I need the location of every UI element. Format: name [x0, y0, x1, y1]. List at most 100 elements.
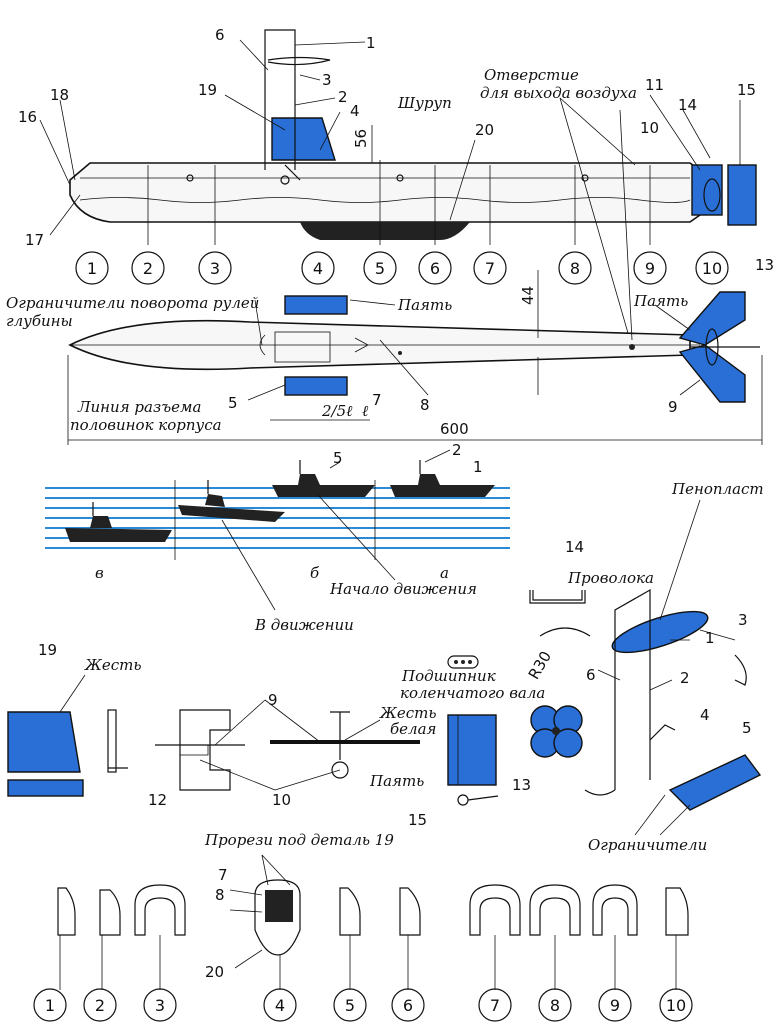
dive-stages: 5 2 1 а б в Начало движения В движении [45, 441, 510, 634]
detail-5: 5 [742, 719, 752, 737]
svg-text:3: 3 [155, 996, 165, 1015]
split-line-label-2: половинок корпуса [70, 416, 222, 434]
keel-ballast [300, 222, 470, 240]
limiters-label-2: глубины [6, 312, 73, 330]
stage-a-label: а [440, 564, 449, 582]
svg-text:4: 4 [313, 259, 323, 278]
detail-15: 15 [408, 811, 427, 829]
float-foam [611, 610, 709, 654]
part-15: 15 [737, 81, 756, 99]
stern-plate [727, 164, 757, 226]
solder-detail-label: Паять [369, 772, 424, 790]
detail-1: 1 [705, 629, 715, 647]
part-13: 13 [755, 256, 774, 274]
slots-label: Прорези под деталь 19 [204, 831, 394, 849]
part-2: 2 [338, 88, 348, 106]
tail-fin-bottom [678, 344, 746, 403]
svg-text:7: 7 [485, 259, 495, 278]
detail-plate-15 [447, 714, 497, 786]
part-20: 20 [475, 121, 494, 139]
detail-propeller-13 [530, 705, 583, 758]
air-hole-label-2: для выхода воздуха [480, 84, 637, 102]
svg-text:4: 4 [275, 996, 285, 1015]
plan-part-7: 7 [372, 391, 382, 409]
detail-2: 2 [680, 669, 690, 687]
part-4: 4 [350, 102, 360, 120]
svg-text:6: 6 [430, 259, 440, 278]
dim-56: 56 [352, 129, 370, 148]
bearing-label-1: Подшипник [401, 667, 496, 685]
detail-6: 6 [586, 666, 596, 684]
wire-label: Проволока [567, 569, 654, 587]
bearing-label-2: коленчатого вала [400, 684, 545, 702]
limiters-label-1: Ограничители поворота рулей [6, 294, 259, 312]
part-18: 18 [50, 86, 69, 104]
svg-text:8: 8 [570, 259, 580, 278]
part-17: 17 [25, 231, 44, 249]
bottom-circles: 1 2 3 4 5 6 7 8 9 10 [33, 988, 693, 1022]
part-6: 6 [215, 26, 225, 44]
solder-label-top: Паять [397, 296, 452, 314]
svg-text:9: 9 [645, 259, 655, 278]
cross-sections: Прорези под деталь 19 7 8 20 1 2 [33, 831, 693, 1022]
svg-text:3: 3 [210, 259, 220, 278]
stage-b-label: б [310, 564, 320, 582]
stage-part-2: 2 [452, 441, 462, 459]
plan-part-5: 5 [228, 394, 238, 412]
side-view: Отверстие для выхода воздуха Шуруп 56 1 … [18, 26, 774, 341]
start-motion-label: Начало движения [329, 580, 477, 598]
detail-tower-19 [7, 711, 81, 773]
tin-white-label-2: белая [390, 720, 436, 738]
stage-part-5: 5 [333, 449, 343, 467]
plan-part-8: 8 [420, 396, 430, 414]
svg-text:2: 2 [95, 996, 105, 1015]
depth-rudder-top [284, 295, 348, 315]
tin-label: Жесть [84, 656, 142, 674]
svg-text:8: 8 [550, 996, 560, 1015]
svg-text:1: 1 [87, 259, 97, 278]
depth-rudder-bottom [284, 376, 348, 396]
stage-part-1: 1 [473, 458, 483, 476]
detail-19: 19 [38, 641, 57, 659]
sec-part-8: 8 [215, 886, 225, 904]
part-1: 1 [366, 34, 376, 52]
solder-label-right: Паять [633, 292, 688, 310]
part-3: 3 [322, 71, 332, 89]
foam-label: Пенопласт [671, 480, 764, 498]
detail-10: 10 [272, 791, 291, 809]
svg-text:7: 7 [490, 996, 500, 1015]
detail-rudder-5 [668, 754, 762, 811]
stage-v-label: в [95, 564, 104, 582]
detail-13: 13 [512, 776, 531, 794]
tail-fin-top [678, 291, 746, 346]
part-11: 11 [645, 76, 664, 94]
part-10-top: 10 [640, 119, 659, 137]
dim-600: 600 [440, 420, 469, 438]
air-hole-label-1: Отверстие [484, 66, 579, 84]
svg-text:9: 9 [610, 996, 620, 1015]
conning-tower [271, 117, 336, 161]
limiters-bottom-label: Ограничители [588, 836, 707, 854]
part-14: 14 [678, 96, 697, 114]
detail-9: 9 [268, 691, 278, 709]
dim-l: ℓ [362, 402, 368, 420]
plan-view: 44 600 2/5ℓ ℓ Паять Паять Ограничители п… [6, 109, 763, 445]
svg-text:10: 10 [666, 996, 686, 1015]
svg-text:5: 5 [345, 996, 355, 1015]
details: 14 Проволока R30 Пенопласт 1 3 6 2 4 5 О… [7, 480, 764, 854]
part-19: 19 [198, 81, 217, 99]
tin-white-label-1: Жесть [379, 704, 437, 722]
screw-label: Шуруп [397, 94, 452, 112]
plan-part-9: 9 [668, 398, 678, 416]
dim-25l: 2/5ℓ [321, 402, 352, 420]
in-motion-label: В движении [254, 616, 354, 634]
detail-3: 3 [738, 611, 748, 629]
part-16: 16 [18, 108, 37, 126]
r30-label: R30 [525, 648, 555, 683]
sec-part-20: 20 [205, 963, 224, 981]
svg-text:10: 10 [702, 259, 722, 278]
svg-text:6: 6 [403, 996, 413, 1015]
section-circles: 1 2 3 4 5 6 7 8 9 10 [75, 251, 729, 285]
svg-text:2: 2 [143, 259, 153, 278]
